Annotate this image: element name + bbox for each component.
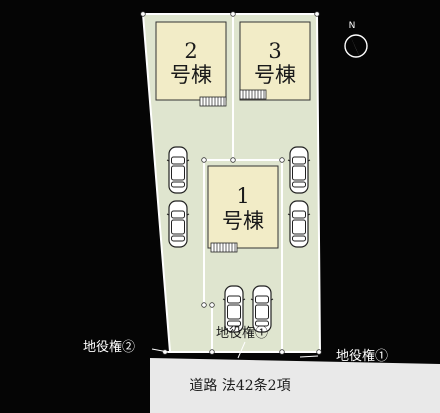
parked-car [287,200,311,248]
boundary-markers [140,11,322,355]
easement-label-right: 地役権① [336,349,389,364]
building-2-stairs [199,96,227,107]
building-3-label: 号棟 [254,63,296,87]
building-3 [239,21,311,101]
building-1-number: 1 [236,184,249,208]
building-1-stairs [210,242,238,253]
easement-leader-lines [151,341,319,359]
parked-car [166,200,190,248]
road-area [150,358,440,413]
road-label: 道路 法42条2項 [189,377,290,394]
building-1-label: 号棟 [222,209,264,233]
building-2 [155,21,227,101]
easement-label-center: 地役権① [216,326,269,341]
parked-car [166,146,190,194]
compass-north-label: N [349,21,356,31]
building-1 [207,165,279,249]
north-arrow-icon [349,33,361,60]
building-2-number: 2 [184,39,197,63]
parked-car [287,146,311,194]
building-3-number: 3 [268,39,281,63]
compass: N [344,21,368,60]
building-2-label: 号棟 [170,63,212,87]
easement-label-left: 地役権② [83,340,136,355]
building-3-stairs [239,89,267,100]
